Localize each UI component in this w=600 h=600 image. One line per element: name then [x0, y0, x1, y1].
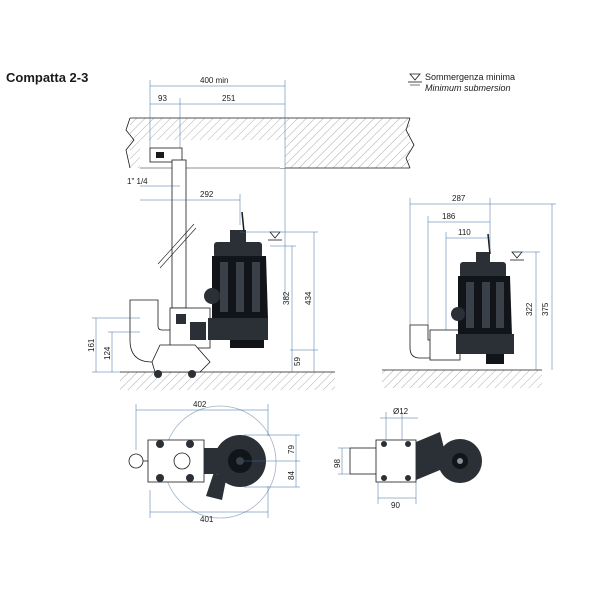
dim-59: 59: [293, 357, 302, 366]
legend-label-en: Minimum submersion: [425, 83, 511, 93]
dim-251: 251: [222, 94, 236, 103]
dim-90: 90: [391, 501, 400, 510]
dim-84: 84: [287, 471, 296, 480]
legend: Sommergenza minima Minimum submersion: [425, 72, 515, 94]
plan-view: 402 401 79 84: [128, 400, 300, 524]
dim-110: 110: [458, 228, 471, 237]
detail-view: Ø12 98 90: [333, 407, 482, 510]
submersion-triangle-icon: [408, 73, 422, 86]
dim-124: 124: [103, 346, 112, 360]
dim-402: 402: [193, 400, 207, 409]
dim-79: 79: [287, 445, 296, 454]
dim-401: 401: [200, 515, 214, 524]
dim-98: 98: [333, 459, 342, 468]
side-view: 287 186 110 322 375: [382, 194, 556, 388]
pump-main: [204, 211, 268, 348]
legend-label-it: Sommergenza minima: [425, 72, 516, 82]
pump-side: [451, 233, 514, 364]
dim-292: 292: [200, 190, 214, 199]
dim-382: 382: [282, 291, 291, 305]
dim-400-min: 400 min: [200, 76, 228, 85]
dim-161: 161: [87, 338, 96, 352]
dim-1-1-4: 1" 1/4: [127, 177, 148, 186]
dim-434: 434: [304, 291, 313, 305]
dim-322: 322: [525, 302, 534, 316]
floor-main: [120, 372, 335, 390]
guide-pipe: [171, 159, 187, 309]
drawing-title: Compatta 2-3: [6, 70, 89, 85]
dim-375: 375: [541, 302, 550, 316]
dim-93: 93: [158, 94, 167, 103]
dim-287: 287: [452, 194, 466, 203]
floor-side: [382, 370, 542, 388]
dim-186: 186: [442, 212, 456, 221]
dim-d12: Ø12: [393, 407, 409, 416]
top-valve: [149, 147, 183, 163]
main-view: 400 min 93 251 1" 1/4 292 382 434 59 161…: [87, 76, 415, 390]
